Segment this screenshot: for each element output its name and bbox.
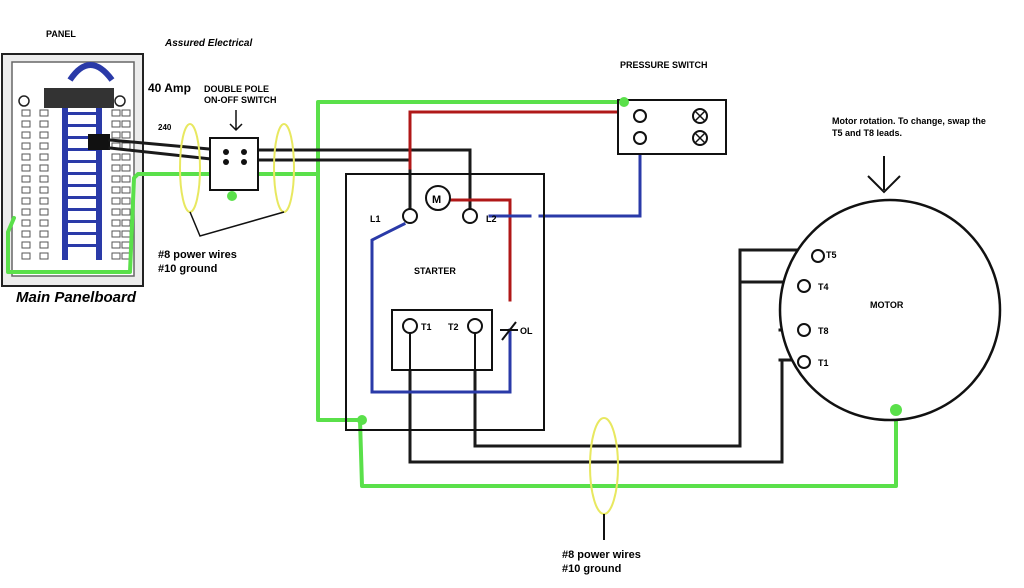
red-wire xyxy=(408,110,642,302)
l1-label: L1 xyxy=(370,214,381,224)
motor-t4-label: T4 xyxy=(818,282,829,292)
motor-t1-label: T1 xyxy=(818,358,829,368)
coil-label: M xyxy=(432,194,441,206)
motor-label: MOTOR xyxy=(870,300,904,310)
t2-label: T2 xyxy=(448,322,459,332)
t1-label: T1 xyxy=(421,322,432,332)
l1-terminal xyxy=(402,208,418,224)
motor-rotation-label-2: T5 and T8 leads. xyxy=(832,128,902,138)
pressure-switch-label: PRESSURE SWITCH xyxy=(620,60,708,70)
switch-label-1: DOUBLE POLE xyxy=(204,84,269,94)
l2-label: L2 xyxy=(486,214,497,224)
motor-t8-label: T8 xyxy=(818,326,829,336)
pressure-switch xyxy=(617,97,727,155)
power-wires-label-2: #8 power wires xyxy=(562,549,641,561)
40-amp-breaker xyxy=(88,134,110,150)
ground-label-2: #10 ground xyxy=(562,563,621,575)
blue-wire xyxy=(370,138,642,394)
starter-label: STARTER xyxy=(414,266,456,276)
motor xyxy=(778,198,1002,422)
motor-rotation-label-1: Motor rotation. To change, swap the xyxy=(832,116,986,126)
overload-contact xyxy=(500,321,518,341)
panel-label: PANEL xyxy=(46,29,76,39)
rotation-arrow-icon xyxy=(867,156,901,194)
switch-label-2: ON-OFF SWITCH xyxy=(204,95,277,105)
main-panelboard-label: Main Panelboard xyxy=(16,289,137,306)
ol-label: OL xyxy=(520,326,533,336)
assured-electrical-label: Assured Electrical xyxy=(164,38,252,49)
double-pole-switch xyxy=(209,110,259,191)
coil-m xyxy=(425,185,451,211)
main-panelboard xyxy=(1,53,144,287)
arrow-down-icon xyxy=(229,110,243,132)
l2-terminal xyxy=(462,208,478,224)
volts-label: 240 xyxy=(158,123,172,132)
motor-t5-label: T5 xyxy=(826,250,837,260)
ground-label-1: #10 ground xyxy=(158,263,217,275)
starter xyxy=(345,173,545,431)
power-wires-label-1: #8 power wires xyxy=(158,249,237,261)
amp-label: 40 Amp xyxy=(148,81,191,95)
